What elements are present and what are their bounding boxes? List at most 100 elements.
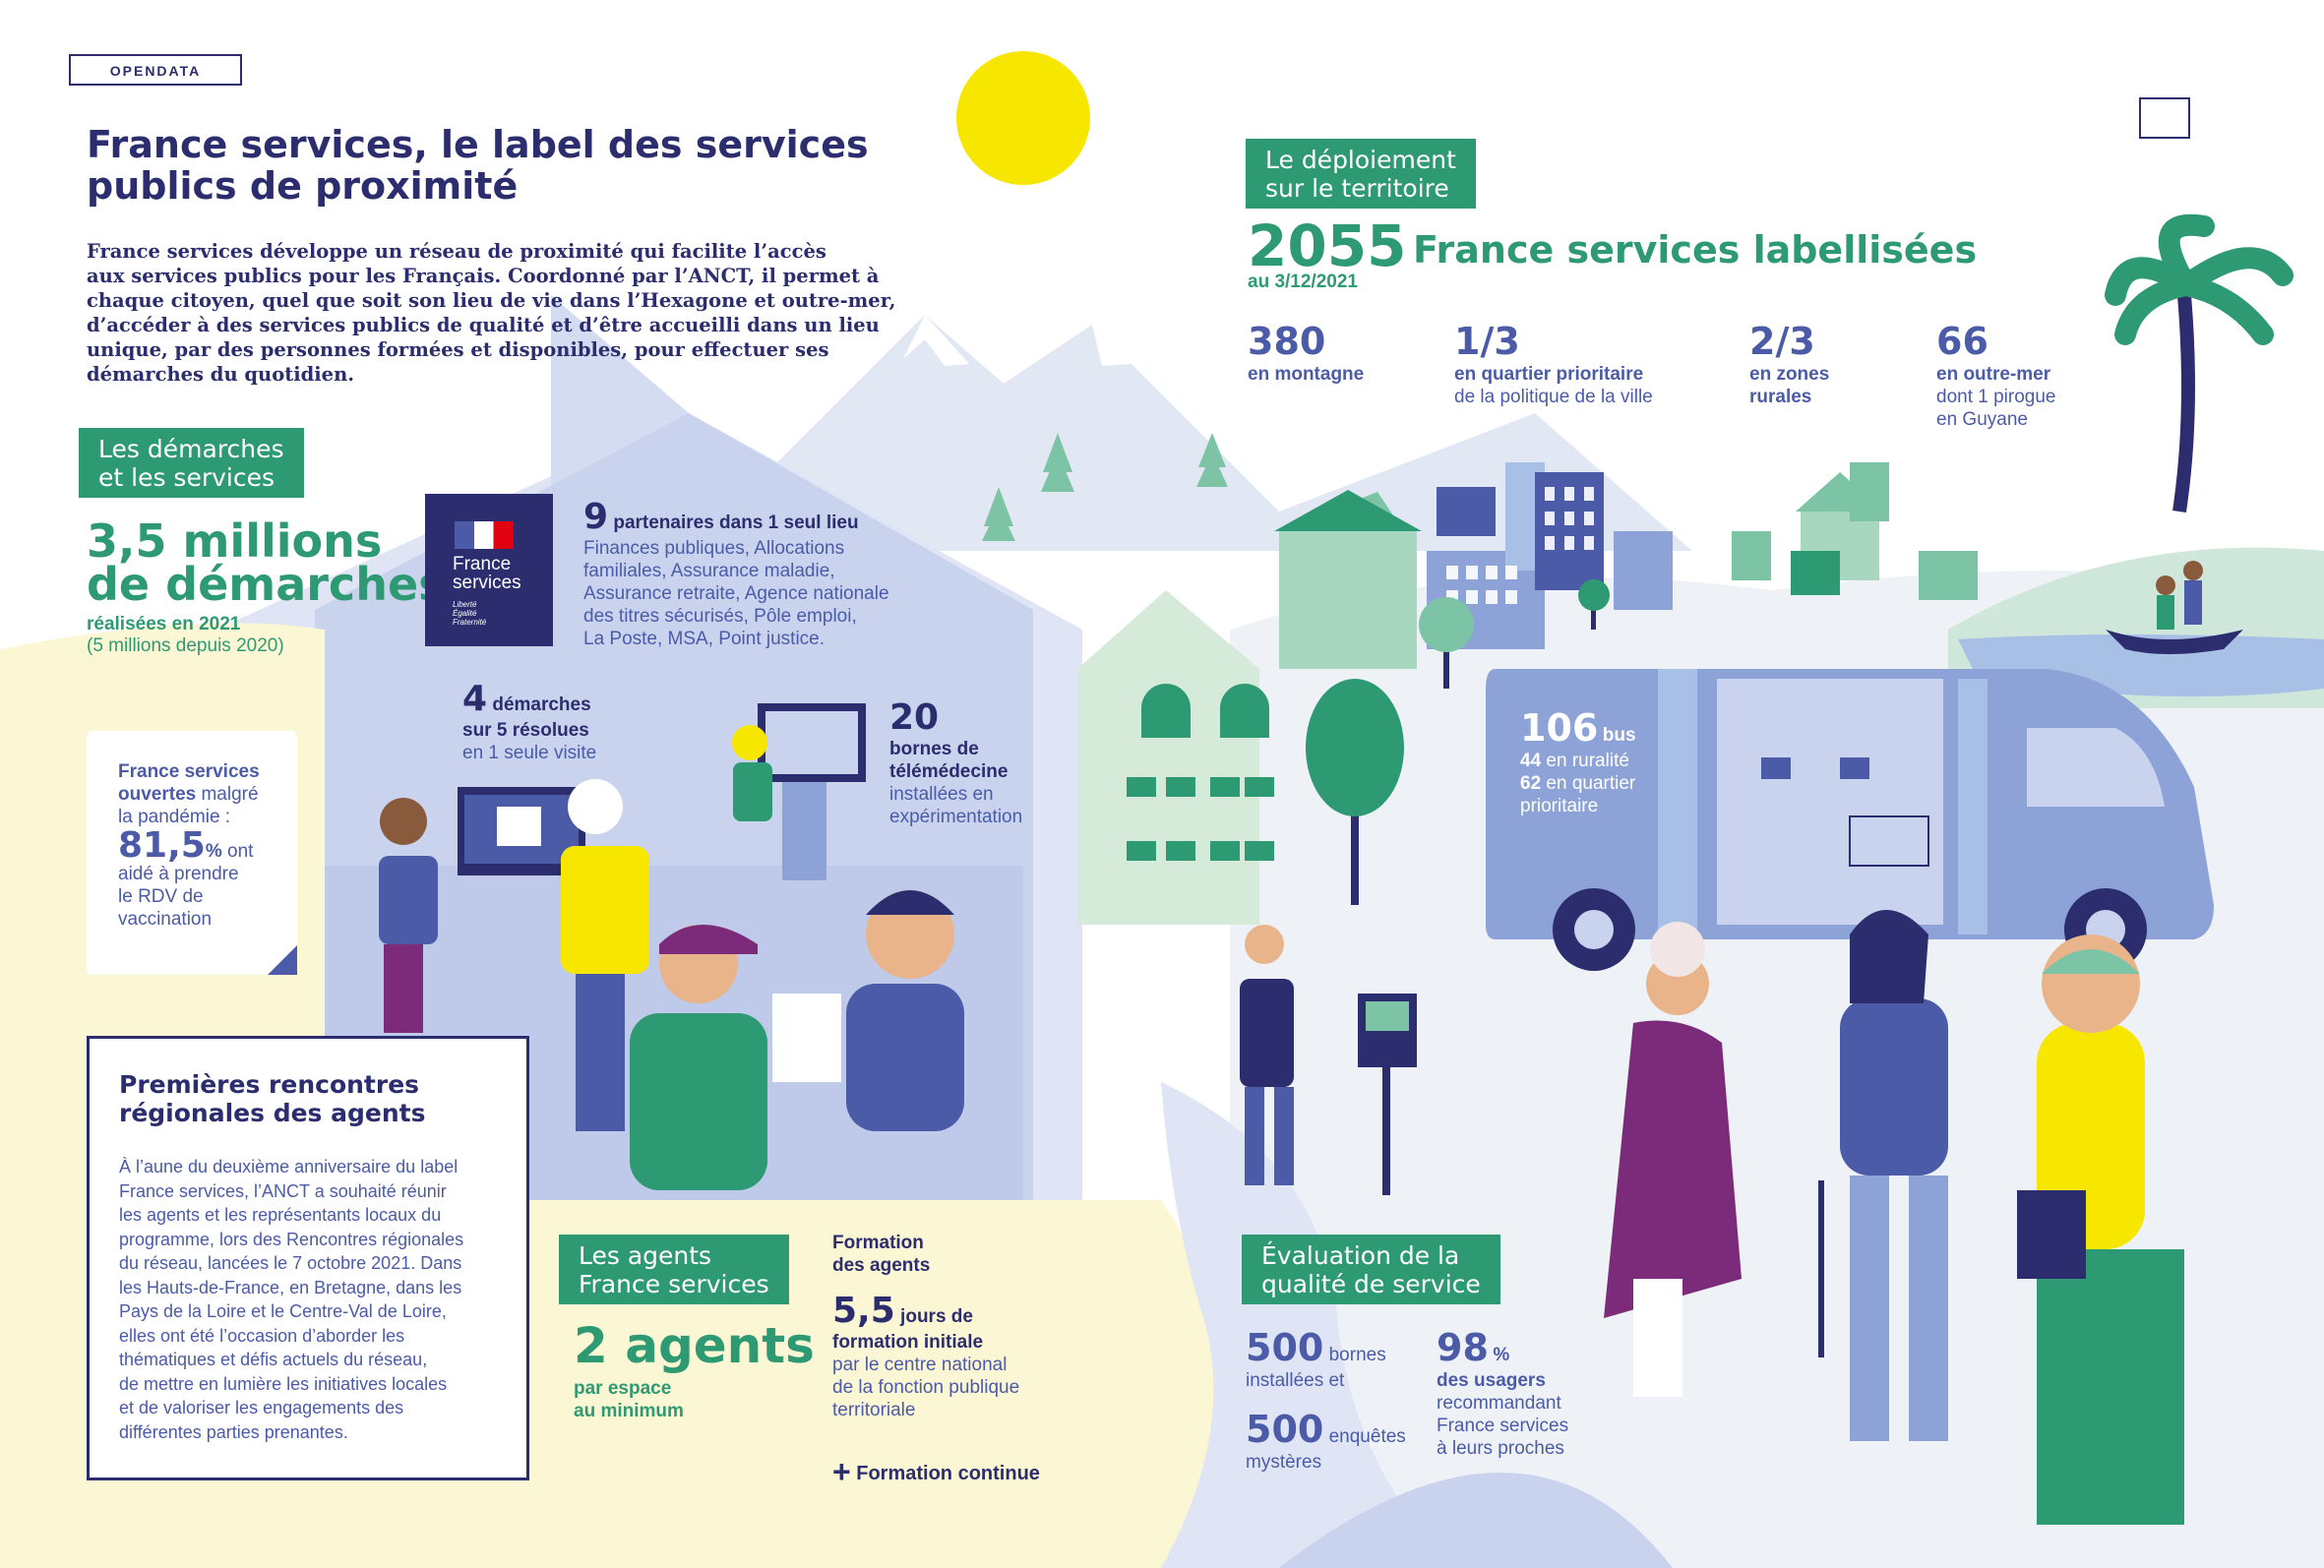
covid-normal: malgré xyxy=(196,784,259,805)
evaluation-line: installées et xyxy=(1246,1370,1345,1391)
logo-line: France xyxy=(453,554,512,574)
resolues-line: sur 5 résolues xyxy=(462,720,589,741)
stat-label: rurales xyxy=(1749,387,1812,407)
heading-line: qualité de service xyxy=(1261,1270,1481,1298)
demarches-sub: réalisées en 2021 (5 millions depuis 202… xyxy=(87,614,284,657)
stat-label: en quartier prioritaire xyxy=(1454,364,1644,385)
bus-line: en ruralité xyxy=(1541,751,1629,771)
covid-line: vaccination xyxy=(118,909,213,930)
stat-line: 3,5 millions xyxy=(87,514,383,568)
card-corner xyxy=(268,945,297,975)
telemedecine-line: bornes de xyxy=(889,739,979,759)
evaluation-label: enquêtes xyxy=(1323,1426,1406,1447)
formation-continue-label: Formation continue xyxy=(856,1463,1040,1484)
body-line: du réseau, lancées le 7 octobre 2021. Da… xyxy=(119,1253,462,1273)
heading-line: régionales des agents xyxy=(119,1099,426,1127)
bus-label: bus xyxy=(1602,725,1636,746)
agents-heading: Les agents France services xyxy=(559,1235,789,1304)
partenaires-line: des titres sécurisés, Pôle emploi, xyxy=(583,606,857,627)
france-services-logo: France services Liberté Égalité Fraterni… xyxy=(425,494,553,646)
bus-count: 44 xyxy=(1520,751,1542,771)
logo-motto: Liberté Égalité Fraternité xyxy=(453,600,486,627)
formation-heading: Formation xyxy=(832,1233,924,1253)
title-line-2: publics de proximité xyxy=(87,164,519,208)
partenaires-number: 9 xyxy=(583,497,609,537)
stat-line: en Guyane xyxy=(1936,409,2028,430)
logo-text: France services xyxy=(453,555,521,592)
telemedecine-line: expérimentation xyxy=(889,807,1023,827)
demarches-stat: 3,5 millions de démarches xyxy=(87,514,446,611)
stat-number: 66 xyxy=(1936,320,1988,363)
bus-count: 62 xyxy=(1520,773,1542,794)
body-line: France services, l’ANCT a souhaité réuni… xyxy=(119,1180,447,1201)
stat-line: de la politique de la ville xyxy=(1454,387,1653,407)
covid-line: aidé à prendre xyxy=(118,864,239,884)
formation-label-2: formation initiale xyxy=(832,1332,984,1353)
body-line: elles ont été l’occasion d’aborder les xyxy=(119,1325,405,1346)
covid-text: France services ouvertes malgré la pandé… xyxy=(118,760,295,931)
telemedecine-line: télémédecine xyxy=(889,761,1009,782)
partenaires-block: 9 partenaires dans 1 seul lieu Finances … xyxy=(583,497,918,650)
partenaires-line: La Poste, MSA, Point justice. xyxy=(583,629,826,649)
covid-line: France services xyxy=(118,761,260,782)
bus-block: 106 bus 44 en ruralité 62 en quartier pr… xyxy=(1520,706,1697,817)
stat-line: de démarches xyxy=(87,558,446,611)
heading-line: Les démarches xyxy=(98,435,284,463)
intro-line: démarches du quotidien. xyxy=(87,363,355,386)
resolues-number: 4 xyxy=(462,679,488,719)
formation-line: de la fonction publique xyxy=(832,1377,1020,1398)
stat-outremer: 66 en outre-mer dont 1 pirogue en Guyane xyxy=(1936,320,2113,431)
evaluation-line: des usagers xyxy=(1437,1370,1546,1391)
stat-number: 1/3 xyxy=(1454,320,1520,363)
evaluation-line: à leurs proches xyxy=(1437,1438,1564,1459)
intro-line: unique, par des personnes formées et dis… xyxy=(87,338,829,361)
evaluation-percent-unit: % xyxy=(1493,1345,1510,1365)
heading-line: France services xyxy=(579,1270,769,1298)
demarches-sub-note: (5 millions depuis 2020) xyxy=(87,635,284,656)
stat-number: 2/3 xyxy=(1749,320,1815,363)
agents-sub-line: par espace xyxy=(574,1378,672,1399)
formation-line: par le centre national xyxy=(832,1355,1008,1375)
deploiement-label: France services labellisées xyxy=(1413,228,1978,271)
evaluation-bornes: 500 bornes installées et 500 enquêtes my… xyxy=(1246,1326,1423,1474)
demarches-sub-bold: réalisées en 2021 xyxy=(87,614,241,634)
agents-sub: par espace au minimum xyxy=(574,1377,684,1422)
formation-block: Formation des agents 5,5 jours de format… xyxy=(832,1232,1118,1421)
body-line: thématiques et défis actuels du réseau, xyxy=(119,1350,428,1369)
intro-line: aux services publics pour les Français. … xyxy=(87,265,880,287)
partenaires-line: Assurance retraite, Agence nationale xyxy=(583,583,889,604)
bus-line: en quartier xyxy=(1541,773,1636,794)
deploiement-heading: Le déploiement sur le territoire xyxy=(1246,139,1476,209)
resolues-line: en 1 seule visite xyxy=(462,743,597,763)
intro-line: France services développe un réseau de p… xyxy=(87,240,826,263)
body-line: les Hauts-de-France, en Bretagne, dans l… xyxy=(119,1277,462,1297)
evaluation-percent: 98 % des usagers recommandant France ser… xyxy=(1437,1326,1604,1460)
heading-line: Les agents xyxy=(579,1241,712,1270)
motto-line: Fraternité xyxy=(453,618,487,627)
demarches-heading: Les démarches et les services xyxy=(79,428,304,498)
stat-montagne: 380 en montagne xyxy=(1248,320,1425,386)
plus-icon: + xyxy=(832,1454,851,1489)
formation-heading: des agents xyxy=(832,1255,931,1276)
agents-stat: 2 agents xyxy=(574,1317,815,1374)
intro-paragraph: France services développe un réseau de p… xyxy=(87,239,903,387)
covid-card: France services ouvertes malgré la pandé… xyxy=(87,731,297,975)
partenaires-line: Finances publiques, Allocations xyxy=(583,538,845,559)
stat-label: en zones xyxy=(1749,364,1830,385)
partenaires-line: familiales, Assurance maladie, xyxy=(583,561,835,581)
covid-bold: ouvertes xyxy=(118,784,197,805)
intro-line: chaque citoyen, quel que soit son lieu d… xyxy=(87,289,896,312)
covid-line: la pandémie : xyxy=(118,807,231,827)
rencontres-card: Premières rencontres régionales des agen… xyxy=(87,1036,529,1480)
resolues-block: 4 démarches sur 5 résolues en 1 seule vi… xyxy=(462,679,659,764)
evaluation-line: mystères xyxy=(1246,1452,1322,1473)
deploiement-date: au 3/12/2021 xyxy=(1248,271,1358,292)
agents-sub-line: au minimum xyxy=(574,1401,684,1421)
title-line-1: France services, le label des services xyxy=(87,123,869,166)
rencontres-body: À l’aune du deuxième anniversaire du lab… xyxy=(119,1155,513,1444)
evaluation-number: 500 xyxy=(1246,1326,1324,1369)
resolues-label: démarches xyxy=(487,694,591,715)
body-line: et de valoriser les engagements des xyxy=(119,1398,404,1417)
covid-line: le RDV de xyxy=(118,886,204,907)
